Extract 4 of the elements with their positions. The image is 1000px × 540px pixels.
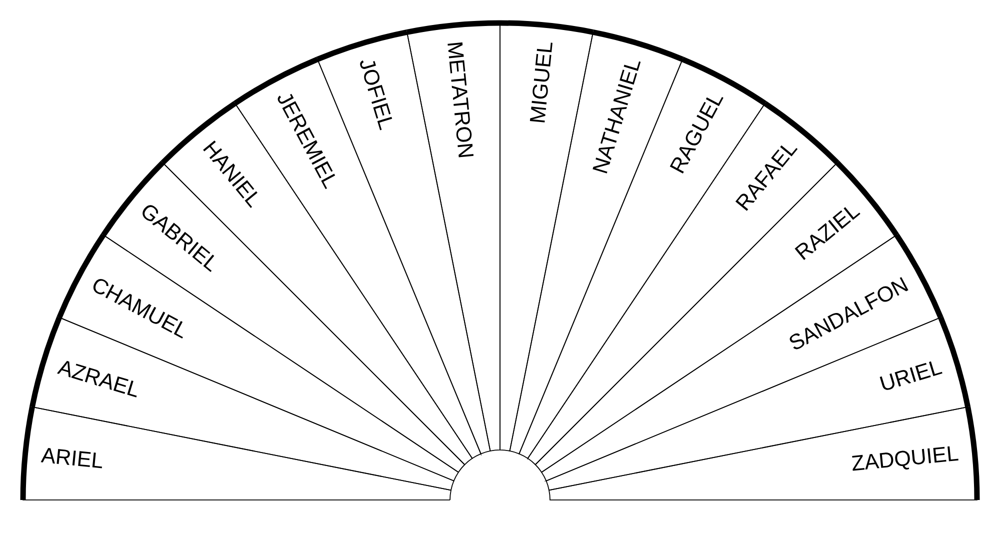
sector: ZADQUIEL bbox=[548, 406, 980, 500]
sector: ARIEL bbox=[20, 406, 452, 500]
sector: METATRON bbox=[406, 20, 500, 452]
sector: MIGUEL bbox=[500, 20, 594, 452]
